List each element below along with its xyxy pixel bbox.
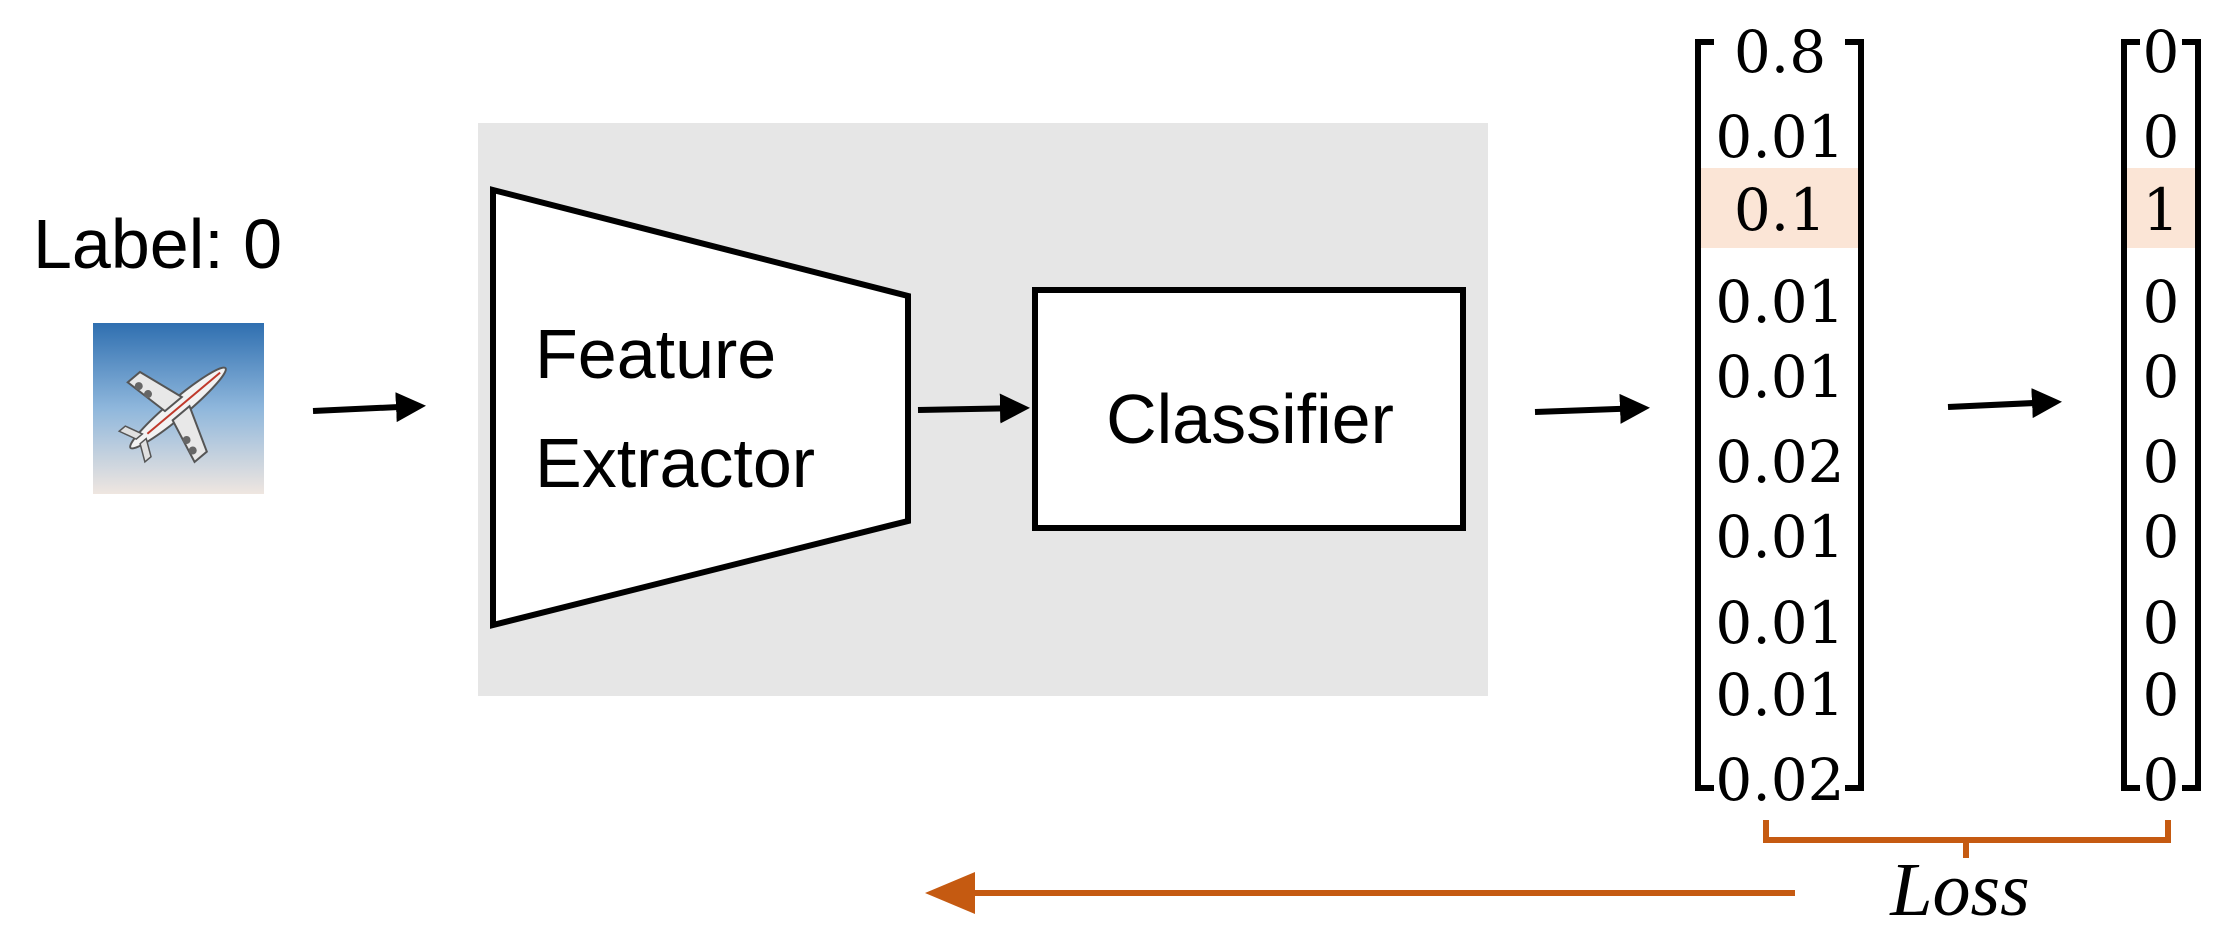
arrow-output-to-target — [1947, 388, 2062, 419]
target-vector: 0 0 1 0 0 0 0 0 0 0 — [2143, 18, 2180, 814]
target-bracket-right — [2182, 39, 2201, 791]
target-value: 0 — [2143, 589, 2180, 657]
prediction-value: 0.02 — [1715, 428, 1844, 496]
prediction-value: 0.01 — [1715, 268, 1844, 336]
prediction-value: 0.01 — [1715, 103, 1844, 171]
target-value: 0 — [2143, 661, 2180, 729]
target-value: 0 — [2143, 18, 2180, 86]
prediction-value: 0.02 — [1715, 746, 1844, 814]
prediction-value: 0.1 — [1734, 176, 1826, 244]
prediction-value: 0.8 — [1734, 18, 1826, 86]
prediction-bracket-right — [1845, 39, 1864, 791]
target-bracket-left — [2121, 39, 2140, 791]
prediction-bracket-left — [1695, 39, 1714, 791]
target-value: 1 — [2143, 176, 2180, 244]
feature-extractor-line1: Feature — [535, 315, 776, 393]
feature-extractor-line2: Extractor — [535, 424, 815, 502]
prediction-vector: 0.8 0.01 0.1 0.01 0.01 0.02 0.01 0.01 0.… — [1715, 18, 1844, 814]
feature-extractor-block — [490, 186, 911, 629]
highlight-band-prediction — [1698, 168, 1861, 248]
target-value: 0 — [2143, 746, 2180, 814]
target-value: 0 — [2143, 268, 2180, 336]
arrow-extractor-to-classifier — [917, 393, 1030, 424]
loss-label: Loss — [1889, 848, 2029, 932]
prediction-value: 0.01 — [1715, 661, 1844, 729]
loss-brace — [1763, 820, 2171, 858]
prediction-value: 0.01 — [1715, 343, 1844, 411]
target-value: 0 — [2143, 103, 2180, 171]
input-label: Label: 0 — [33, 205, 282, 283]
target-value: 0 — [2143, 343, 2180, 411]
airplane-icon — [93, 323, 264, 494]
classifier-label: Classifier — [1106, 380, 1394, 458]
prediction-value: 0.01 — [1715, 503, 1844, 571]
classifier-block — [1032, 287, 1466, 531]
arrow-input-to-extractor — [312, 392, 426, 423]
arrow-classifier-to-output — [1534, 393, 1650, 424]
highlight-band-target — [2124, 168, 2198, 248]
prediction-value: 0.01 — [1715, 589, 1844, 657]
target-value: 0 — [2143, 428, 2180, 496]
target-value: 0 — [2143, 503, 2180, 571]
loss-backprop-arrowhead — [925, 872, 975, 914]
